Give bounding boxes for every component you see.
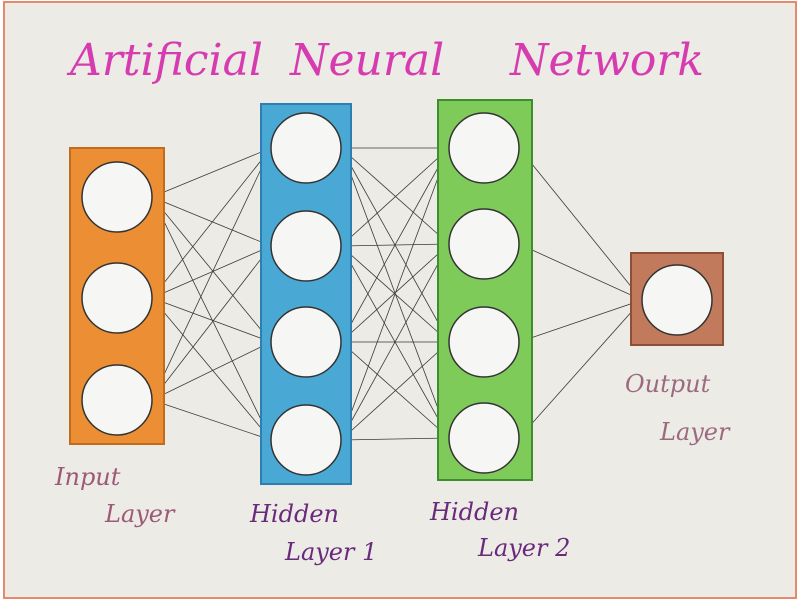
- node-output-1: [641, 264, 713, 336]
- node-input-2: [81, 262, 153, 334]
- layer-output: [630, 252, 724, 346]
- label-hidden-1-line-1: Hidden: [249, 500, 339, 528]
- connection-hidden-1-4-to-hidden-2-2: [340, 243, 450, 441]
- layer-hidden-2: [437, 99, 533, 481]
- connection-hidden-2-2-to-output-1: [518, 243, 643, 301]
- connection-input-2-to-hidden-1-3: [151, 297, 272, 343]
- connection-input-3-to-hidden-1-4: [151, 399, 272, 441]
- connection-hidden-2-3-to-output-1: [518, 299, 643, 343]
- label-input-line-2: Layer: [104, 500, 176, 528]
- connection-hidden-2-4-to-output-1: [518, 299, 643, 439]
- layer-input: [69, 147, 165, 445]
- title-word-artificial: Artificial: [66, 35, 263, 86]
- connection-hidden-1-4-to-hidden-2-4: [340, 437, 450, 441]
- connection-input-2-to-hidden-1-1: [151, 147, 272, 299]
- label-input-line-1: Input: [54, 463, 121, 491]
- connection-input-3-to-hidden-1-1: [151, 147, 272, 401]
- node-hidden-1-3: [270, 306, 342, 378]
- node-input-1: [81, 161, 153, 233]
- connection-hidden-1-2-to-hidden-2-1: [340, 147, 450, 247]
- node-hidden-1-4: [270, 404, 342, 476]
- node-hidden-2-4: [448, 402, 520, 474]
- node-hidden-2-2: [448, 208, 520, 280]
- connection-hidden-2-1-to-output-1: [518, 147, 643, 301]
- node-hidden-2-1: [448, 112, 520, 184]
- label-output-line-2: Layer: [659, 418, 731, 446]
- title-word-neural: Neural: [289, 35, 444, 86]
- node-input-3: [81, 364, 153, 436]
- connection-input-1-to-hidden-1-2: [151, 196, 272, 247]
- diagram-title: Artificial Neural Network: [66, 35, 704, 86]
- node-hidden-1-2: [270, 210, 342, 282]
- layers: [69, 99, 724, 485]
- connection-input-3-to-hidden-1-3: [151, 341, 272, 401]
- connection-hidden-1-1-to-hidden-2-2: [340, 147, 450, 245]
- label-hidden-2-line-1: Hidden: [429, 498, 519, 526]
- connection-hidden-1-4-to-hidden-2-3: [340, 341, 450, 441]
- connection-input-1-to-hidden-1-4: [151, 196, 272, 441]
- connection-hidden-1-3-to-hidden-2-1: [340, 147, 450, 343]
- connection-hidden-1-3-to-hidden-2-4: [340, 341, 450, 439]
- label-hidden-1-line-2: Layer 1: [284, 538, 377, 566]
- node-hidden-1-1: [270, 112, 342, 184]
- title-word-network: Network: [509, 35, 704, 86]
- node-hidden-2-3: [448, 306, 520, 378]
- connection-input-2-to-hidden-1-2: [151, 245, 272, 299]
- connections: [151, 147, 643, 441]
- label-hidden-2-line-2: Layer 2: [477, 534, 570, 562]
- connection-hidden-1-4-to-hidden-2-1: [340, 147, 450, 441]
- connection-input-3-to-hidden-1-2: [151, 245, 272, 401]
- connection-input-2-to-hidden-1-4: [151, 297, 272, 441]
- connection-input-1-to-hidden-1-1: [151, 147, 272, 198]
- connection-input-1-to-hidden-1-3: [151, 196, 272, 343]
- label-output-line-1: Output: [625, 370, 711, 398]
- layer-hidden-1: [260, 103, 352, 485]
